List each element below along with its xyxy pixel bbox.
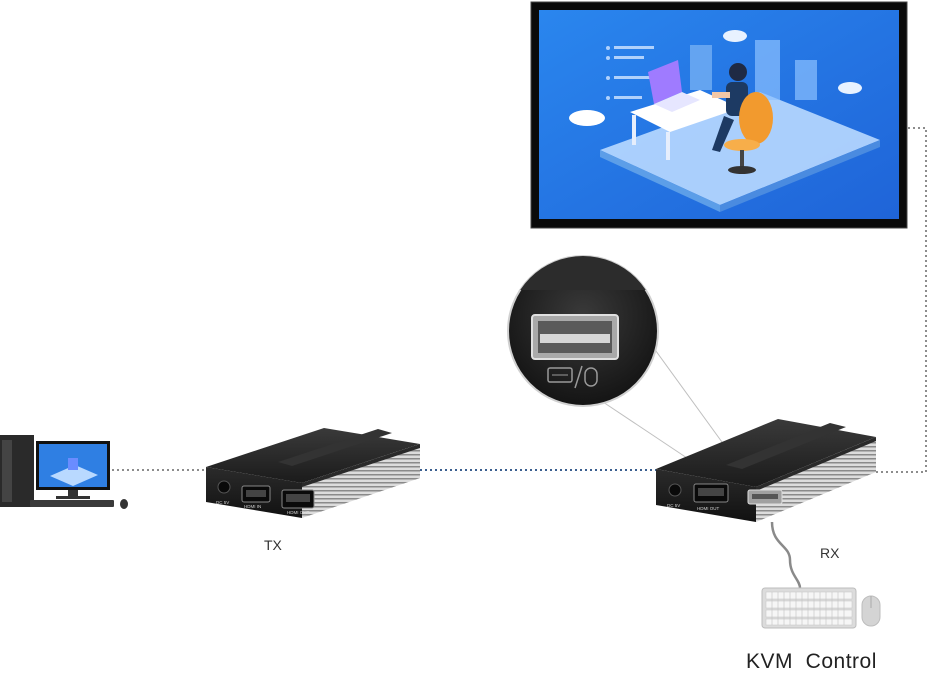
svg-text:HDMI OUT: HDMI OUT [697,506,719,511]
source-pc [0,435,128,509]
display-monitor [530,1,908,229]
svg-text:DC 5V: DC 5V [216,500,229,505]
usb-port-zoom [507,255,659,407]
svg-text:DC 5V: DC 5V [667,503,680,508]
rx-extender: DC 5V HDMI OUT [656,419,876,522]
usb-cable [770,521,802,589]
svg-text:HDMI OUT: HDMI OUT [287,510,309,515]
tx-label: TX [264,537,282,553]
zoom-guide-line [599,399,691,461]
kvm-control-label: KVM Control [746,650,877,673]
rx-label: RX [820,545,840,561]
svg-text:HDMI IN: HDMI IN [244,504,261,509]
rx-to-display-cable [876,127,927,473]
tx-extender: DC 5V HDMI IN HDMI OUT [206,428,420,518]
keyboard-mouse [761,587,881,629]
